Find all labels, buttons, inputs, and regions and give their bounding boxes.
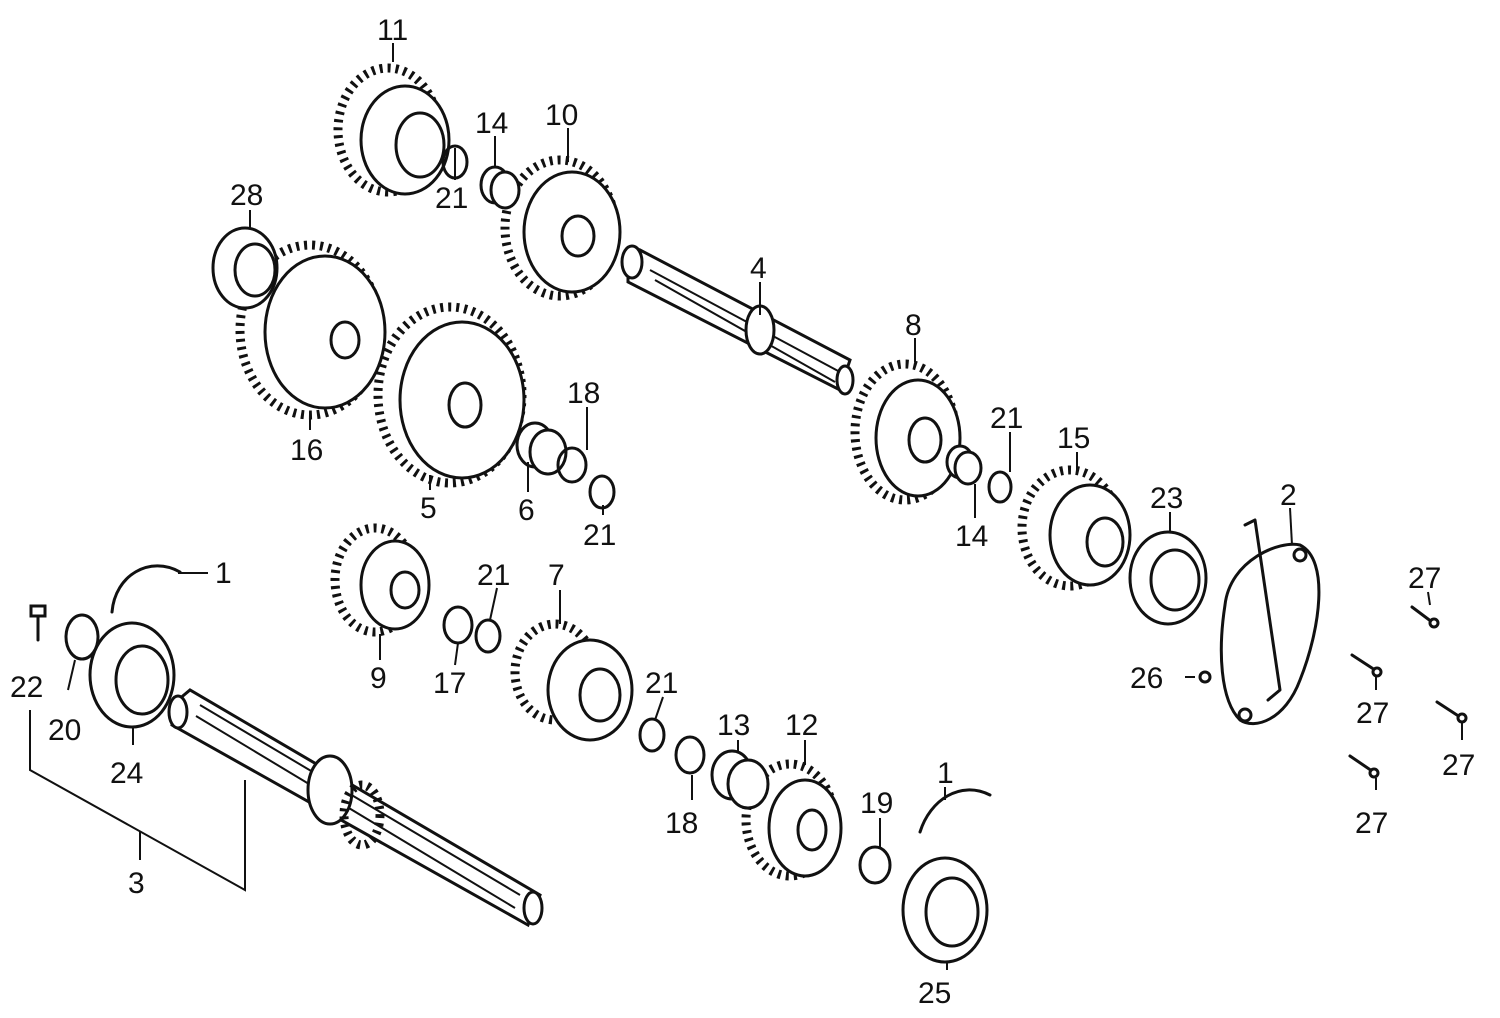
gear-part-7	[510, 619, 634, 742]
gear-part-9	[330, 523, 431, 637]
leader-lines	[29, 43, 1463, 970]
countershaft-part-4	[620, 244, 855, 396]
label-part-1: 1	[215, 557, 232, 590]
label-part-10: 10	[545, 99, 578, 132]
label-part-5: 5	[420, 492, 437, 525]
label-part-27: 27	[1442, 749, 1475, 782]
label-part-15: 15	[1057, 422, 1090, 455]
label-part-1: 1	[937, 757, 954, 790]
screw-part-27-c	[1435, 700, 1468, 724]
label-part-21: 21	[990, 402, 1023, 435]
label-part-19: 19	[860, 787, 893, 820]
screw-part-27-d	[1348, 754, 1380, 779]
label-part-11: 11	[377, 14, 408, 47]
pin-part-22	[29, 604, 47, 642]
label-part-22: 22	[10, 671, 43, 704]
screw-part-27-b	[1350, 653, 1383, 678]
bearing-holder-part-2	[1219, 518, 1321, 726]
circlip-part-21-b	[588, 474, 616, 510]
bearing-part-23	[1128, 530, 1208, 626]
washer-part-20	[64, 613, 100, 661]
bushing-part-14-upper	[479, 165, 521, 210]
label-part-3: 3	[128, 867, 145, 900]
circlip-part-21-c	[987, 470, 1013, 504]
bearing-part-25	[901, 856, 989, 964]
label-part-13: 13	[717, 709, 750, 742]
screw-part-27-a	[1410, 605, 1440, 629]
gear-part-15	[1017, 465, 1132, 591]
gear-part-12	[741, 759, 843, 881]
label-part-18: 18	[567, 377, 600, 410]
label-part-21: 21	[645, 667, 678, 700]
bearing-part-28	[211, 226, 279, 310]
washer-part-19	[858, 845, 892, 885]
circlip-part-21-e	[638, 717, 666, 753]
circlip-part-21-d	[474, 618, 502, 654]
mainshaft-part-3	[167, 688, 544, 928]
label-part-27: 27	[1355, 807, 1388, 840]
label-part-25: 25	[918, 977, 951, 1010]
label-part-12: 12	[785, 709, 818, 742]
dowel-part-26	[1198, 670, 1212, 684]
label-part-23: 23	[1150, 482, 1183, 515]
label-part-6: 6	[518, 494, 535, 527]
washer-part-18-b	[674, 735, 706, 775]
bushing-part-14-lower	[945, 444, 983, 486]
gear-part-8	[850, 359, 962, 505]
label-part-8: 8	[905, 309, 922, 342]
gear-part-5	[373, 302, 527, 488]
label-part-27: 27	[1408, 562, 1441, 595]
label-part-21: 21	[583, 519, 616, 552]
label-part-4: 4	[750, 252, 767, 285]
washer-part-18-a	[556, 446, 588, 484]
label-part-14: 14	[475, 107, 508, 140]
label-part-17: 17	[433, 667, 466, 700]
set-ring-part-1-lower	[918, 788, 992, 834]
gear-part-11	[333, 63, 451, 197]
label-part-21: 21	[435, 182, 468, 215]
label-part-18: 18	[665, 807, 698, 840]
washer-part-17	[442, 605, 474, 645]
label-part-16: 16	[290, 434, 323, 467]
label-part-20: 20	[48, 714, 81, 747]
label-part-9: 9	[370, 662, 387, 695]
gear-part-10	[500, 155, 622, 301]
bearing-part-24	[88, 621, 176, 729]
label-part-28: 28	[230, 179, 263, 212]
label-part-14: 14	[955, 520, 988, 553]
set-ring-part-1-upper	[110, 564, 182, 614]
label-part-27: 27	[1356, 697, 1389, 730]
label-part-2: 2	[1280, 479, 1297, 512]
label-part-26: 26	[1130, 662, 1163, 695]
label-part-21: 21	[477, 559, 510, 592]
bushing-part-13	[710, 749, 770, 810]
label-part-24: 24	[110, 757, 143, 790]
label-part-7: 7	[548, 559, 565, 592]
